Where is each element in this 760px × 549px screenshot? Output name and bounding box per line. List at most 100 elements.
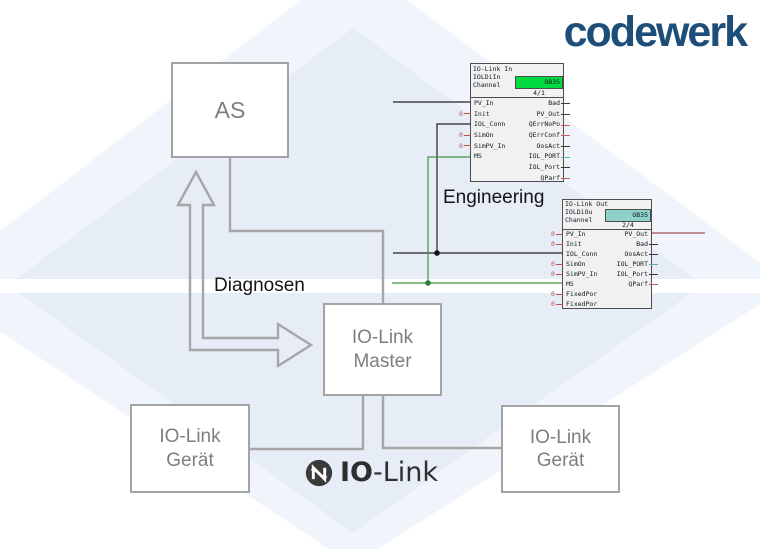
pin-value: 0 <box>551 289 563 299</box>
pin-label: FixedPor <box>566 300 598 308</box>
fb-output-row: IOL_PORT <box>528 151 570 162</box>
fb-input-row: MS <box>566 279 597 289</box>
function-block-iolink-in: IO-Link In IOLDiIn Channel OB35 4/1 PV_I… <box>459 63 570 184</box>
wire-ms-vertical <box>427 156 470 283</box>
pin-label: IOL_Port <box>616 270 648 278</box>
pin-value: 0 <box>551 259 563 269</box>
iolink-logo-link: -Link <box>373 457 439 488</box>
pin-label: PV_In <box>566 230 586 238</box>
pin-stub <box>561 135 570 137</box>
pin-label: QErrConf <box>528 131 560 140</box>
pin-label: IOL_Port <box>528 163 560 172</box>
pin-value: 0 <box>459 109 471 120</box>
fb-in-ob-text: OB35 <box>544 78 560 86</box>
pin-label: MS <box>474 152 482 161</box>
iolink-device-right-box: IO-Link Gerät <box>501 405 620 493</box>
codewerk-logo: codewerk <box>563 8 748 56</box>
pin-label: PV_Out <box>624 230 648 238</box>
pin-label: IOL_Conn <box>566 250 598 258</box>
fb-out-title: IO-Link Out <box>565 200 609 208</box>
fb-in-separator <box>471 97 563 98</box>
pin-label: OosAct <box>536 141 560 150</box>
pin-value: 0 <box>459 130 471 141</box>
fb-input-row: IOL_Conn <box>566 249 597 259</box>
diagnosen-label: Diagnosen <box>214 275 305 296</box>
pin-label: SimOn <box>566 260 586 268</box>
pin-label: SimOn <box>474 131 494 140</box>
pin-stub <box>649 254 658 255</box>
connector-master-to-device-left <box>250 396 365 451</box>
fb-out-subtitle: IOLDiOu <box>565 208 593 216</box>
fb-in-outputs: Bad PV_Out QErrNoPo QErrConf OosAct IOL_… <box>528 98 570 184</box>
as-box: AS <box>171 62 289 158</box>
fb-in-title: IO-Link In <box>473 65 513 73</box>
pin-label: PV_In <box>474 99 494 107</box>
pin-label: Init <box>566 240 582 248</box>
fb-in-subtitle: IOLDiIn <box>473 73 501 81</box>
master-label-line2: Master <box>353 350 412 372</box>
fb-out-separator <box>563 229 651 230</box>
fb-output-row: PV_Out <box>617 229 648 239</box>
pin-stub <box>561 124 570 126</box>
fb-in-sequence: 4/1 <box>533 89 545 97</box>
fb-out-channel: Channel <box>565 216 593 224</box>
pin-label: QParf <box>628 280 648 288</box>
pin-stub <box>561 178 570 180</box>
fb-output-row: Bad <box>617 239 658 249</box>
fb-output-row: PV_Out <box>529 109 570 120</box>
fb-out-ob-badge: OB35 <box>605 209 651 222</box>
fb-output-row: OosAct <box>617 249 658 259</box>
pin-label: Init <box>474 109 490 118</box>
pin-label: PV_Out <box>536 109 560 118</box>
pin-stub <box>649 244 658 245</box>
device-right-line1: IO-Link <box>529 426 592 448</box>
fb-output-row: QErrNoPo <box>528 119 570 130</box>
pin-value: 0 <box>459 141 471 152</box>
pin-label: OosAct <box>624 250 648 258</box>
device-right-line2: Gerät <box>536 450 585 471</box>
pin-label: QErrNoPo <box>528 120 560 129</box>
pin-label: IOL_PORT <box>528 152 560 161</box>
fb-out-ob-text: OB35 <box>632 211 648 219</box>
diagnosen-arrow <box>175 169 314 369</box>
iolink-device-left-box: IO-Link Gerät <box>130 404 250 493</box>
pin-label: Bad <box>548 99 560 107</box>
iolink-logo: IO -Link <box>305 457 438 488</box>
fb-output-row: QErrConf <box>528 130 570 141</box>
as-label: AS <box>214 96 246 123</box>
fb-input-row: PV_In <box>474 98 505 109</box>
fb-output-row: QParf <box>529 173 570 184</box>
master-label-line1: IO-Link <box>351 327 414 349</box>
device-left-line1: IO-Link <box>159 426 221 448</box>
iolink-logo-io: IO <box>340 457 373 488</box>
pin-stub <box>561 103 570 105</box>
pin-label: Bad <box>636 240 648 248</box>
pin-value: 0 <box>551 239 563 249</box>
fb-out-outputs: PV_Out Bad OosAct IOL_PORT IOL_Port QPar… <box>616 229 658 289</box>
pin-value: 0 <box>551 269 563 279</box>
pin-label: FixedPor <box>566 290 598 298</box>
iolink-master-box: IO-Link Master <box>323 303 442 396</box>
pin-stub <box>649 274 658 275</box>
fb-output-row: IOL_Port <box>528 162 570 173</box>
fb-in-ob-badge: OB35 <box>515 76 563 89</box>
fb-in-channel: Channel <box>473 81 501 89</box>
fb-input-row: MS <box>474 151 505 162</box>
pin-label: IOL_Conn <box>474 120 506 129</box>
pin-stub <box>649 264 658 265</box>
fb-output-row: IOL_Port <box>616 269 658 279</box>
fb-out-sequence: 2/4 <box>622 221 634 229</box>
device-left-line2: Gerät <box>166 449 214 471</box>
iolink-logo-icon <box>305 459 333 486</box>
fb-output-row: Bad <box>529 98 570 109</box>
pin-label: SimPV_In <box>474 141 506 150</box>
